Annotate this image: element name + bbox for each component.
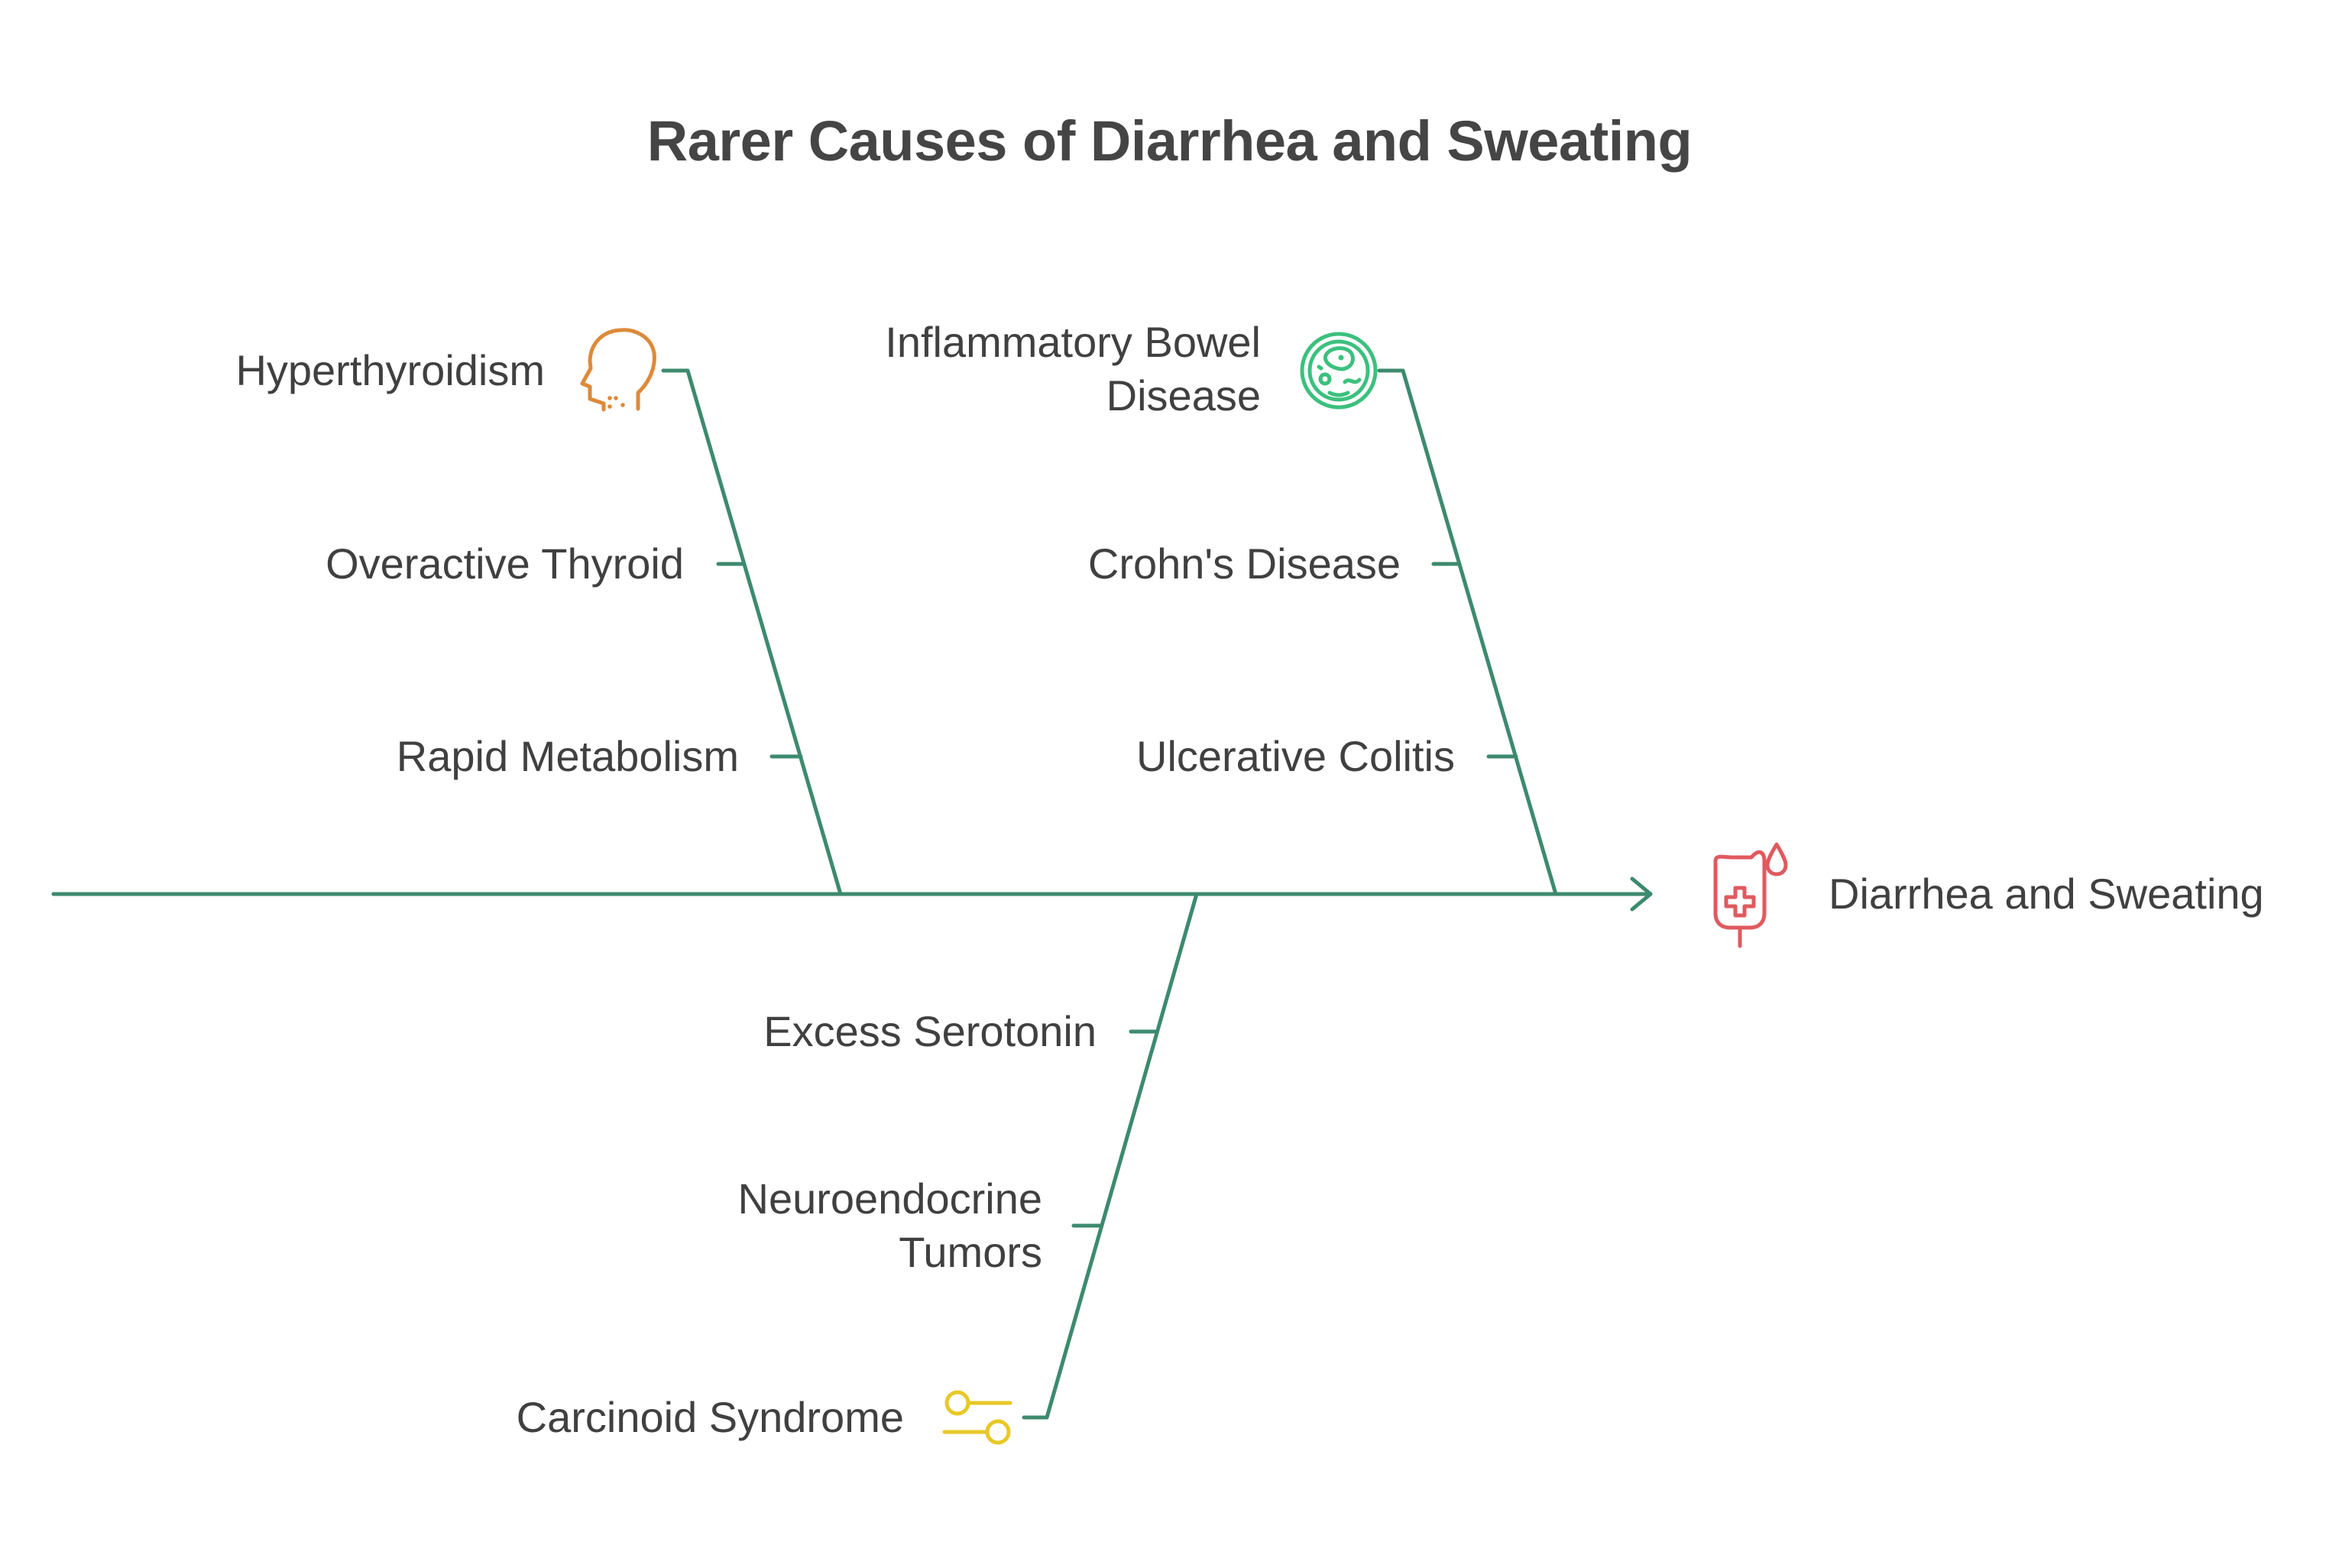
- sub-cause-rapid-metabolism: Rapid Metabolism: [396, 732, 739, 780]
- sub-cause-neuroendocrine-tumors: Neuroendocrine Tumors: [737, 1174, 1042, 1276]
- sub-cause-overactive-thyroid: Overactive Thyroid: [326, 539, 684, 588]
- category-label-hyperthyroidism: Hyperthyroidism: [235, 346, 545, 394]
- bone-carcinoid: [1022, 892, 1199, 1420]
- sub-cause-excess-serotonin: Excess Serotonin: [763, 1007, 1097, 1055]
- petri-dish-bacteria-icon: [1300, 332, 1378, 410]
- spine-arrowhead: [1630, 876, 1653, 912]
- category-label-inflammatory-bowel-disease: Inflammatory Bowel Disease: [885, 318, 1261, 420]
- bone-hyperthyroidism: [661, 368, 843, 896]
- iv-blood-bag-icon: [1713, 842, 1788, 948]
- sub-cause-ulcerative-colitis: Ulcerative Colitis: [1136, 732, 1455, 780]
- head-profile-icon: [580, 328, 656, 412]
- diagram-title: Rarer Causes of Diarrhea and Sweating: [646, 109, 1693, 173]
- switch-toggle-icon: [942, 1390, 1012, 1445]
- category-label-carcinoid-syndrome: Carcinoid Syndrome: [516, 1393, 904, 1441]
- effect-label: Diarrhea and Sweating: [1829, 870, 2264, 918]
- sub-cause-crohns-disease: Crohn's Disease: [1087, 539, 1401, 588]
- bone-ibd: [1377, 368, 1558, 896]
